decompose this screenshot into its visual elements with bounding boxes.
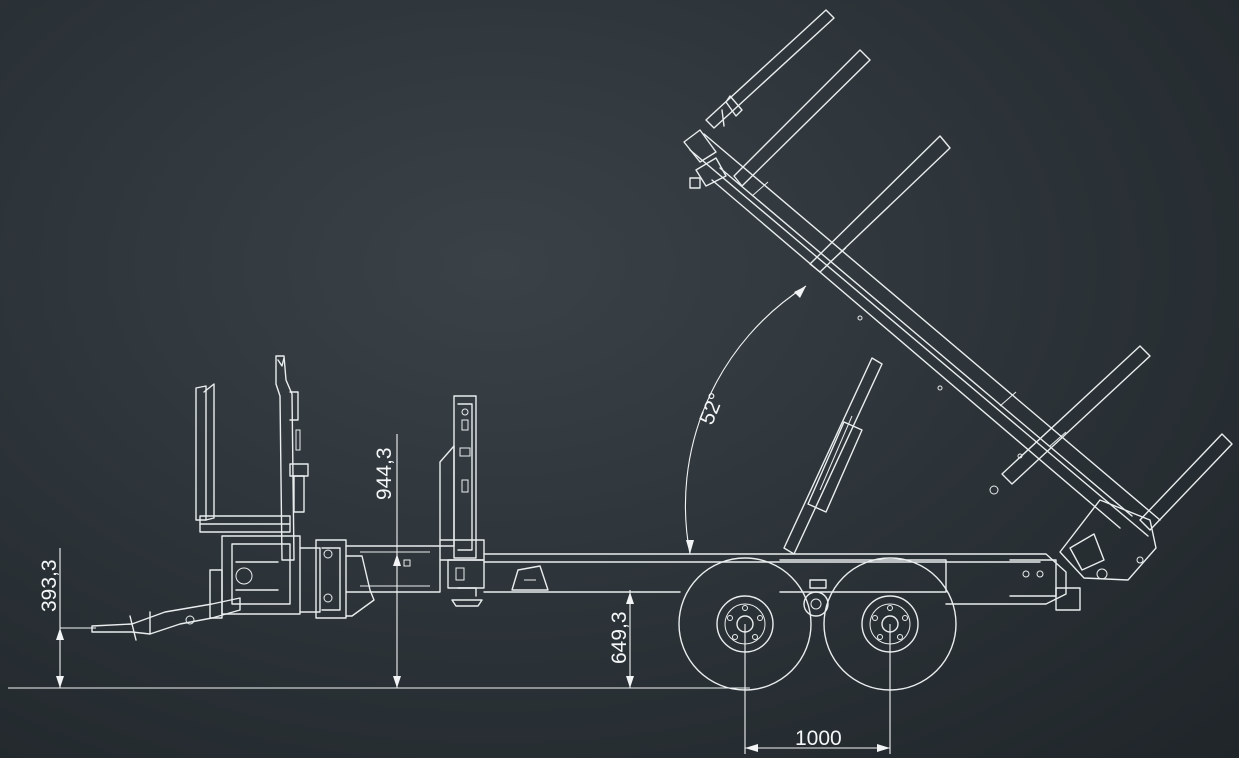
dimension-label-52deg: 52°: [695, 390, 728, 428]
dimension-stanchion-height: 944,3: [373, 434, 401, 688]
dimension-label-393: 393,3: [38, 559, 61, 612]
dimension-axle-spacing: 1000: [744, 624, 891, 754]
operator-seat: [195, 383, 291, 533]
dimension-tilt-angle: 52°: [684, 285, 807, 555]
tilting-bed: [683, 9, 1233, 581]
hydraulic-cylinder: [783, 357, 883, 555]
dimension-frame-height: 649,3: [608, 590, 750, 689]
dimension-drawbar-height: 393,3: [38, 548, 96, 688]
dimension-label-1000: 1000: [795, 727, 842, 750]
stanchion: [439, 395, 485, 607]
dimension-label-649: 649,3: [608, 611, 631, 664]
dimension-label-944: 944,3: [373, 447, 396, 500]
drawbar: [91, 569, 241, 641]
control-post: [275, 355, 309, 561]
front-frame: [221, 535, 441, 619]
chassis-frame: [483, 553, 1081, 617]
